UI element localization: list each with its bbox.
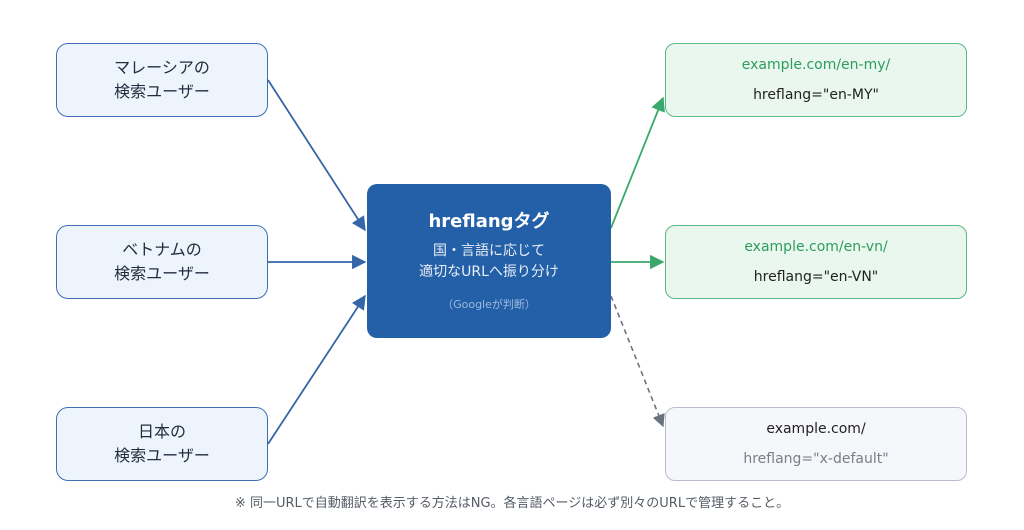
arrow-hreflang-to-en-my [610,96,665,229]
destination-hreflang: hreflang="x-default" [743,451,889,467]
arrow-malaysia-to-hreflang [267,79,366,232]
destination-en-vn: example.com/en-vn/ hreflang="en-VN" [665,225,967,299]
destination-hreflang: hreflang="en-MY" [753,87,879,103]
source-vietnam-users: ベトナムの 検索ユーザー [56,225,268,299]
source-label-line2: 検索ユーザー [114,264,210,283]
destination-en-my: example.com/en-my/ hreflang="en-MY" [665,43,967,117]
source-malaysia-users: マレーシアの 検索ユーザー [56,43,268,117]
footnote: ※ 同一URLで自動翻訳を表示する方法はNG。各言語ページは必ず別々のURLで管… [234,496,790,511]
hreflang-description-line1: 国・言語に応じて [433,243,545,259]
destination-url: example.com/ [766,421,866,437]
destination-url: example.com/en-my/ [741,57,891,73]
hreflang-tag-node: hreflangタグ 国・言語に応じて 適切なURLへ振り分け （Googleが… [367,184,611,338]
source-label-line2: 検索ユーザー [114,82,210,101]
source-japan-users: 日本の 検索ユーザー [56,407,268,481]
arrow-hreflang-to-x-default [610,295,665,428]
source-label-line1: 日本の [137,422,186,441]
hreflang-description-line2: 適切なURLへ振り分け [419,264,559,280]
hreflang-note: （Googleが判断） [442,298,536,311]
arrow-japan-to-hreflang [267,294,366,445]
source-label-line2: 検索ユーザー [114,446,210,465]
destination-x-default: example.com/ hreflang="x-default" [665,407,967,481]
destination-hreflang: hreflang="en-VN" [753,269,879,285]
source-label-line1: ベトナムの [122,240,202,259]
source-label-line1: マレーシアの [114,58,210,77]
hreflang-title: hreflangタグ [428,211,550,232]
destination-url: example.com/en-vn/ [744,239,888,255]
